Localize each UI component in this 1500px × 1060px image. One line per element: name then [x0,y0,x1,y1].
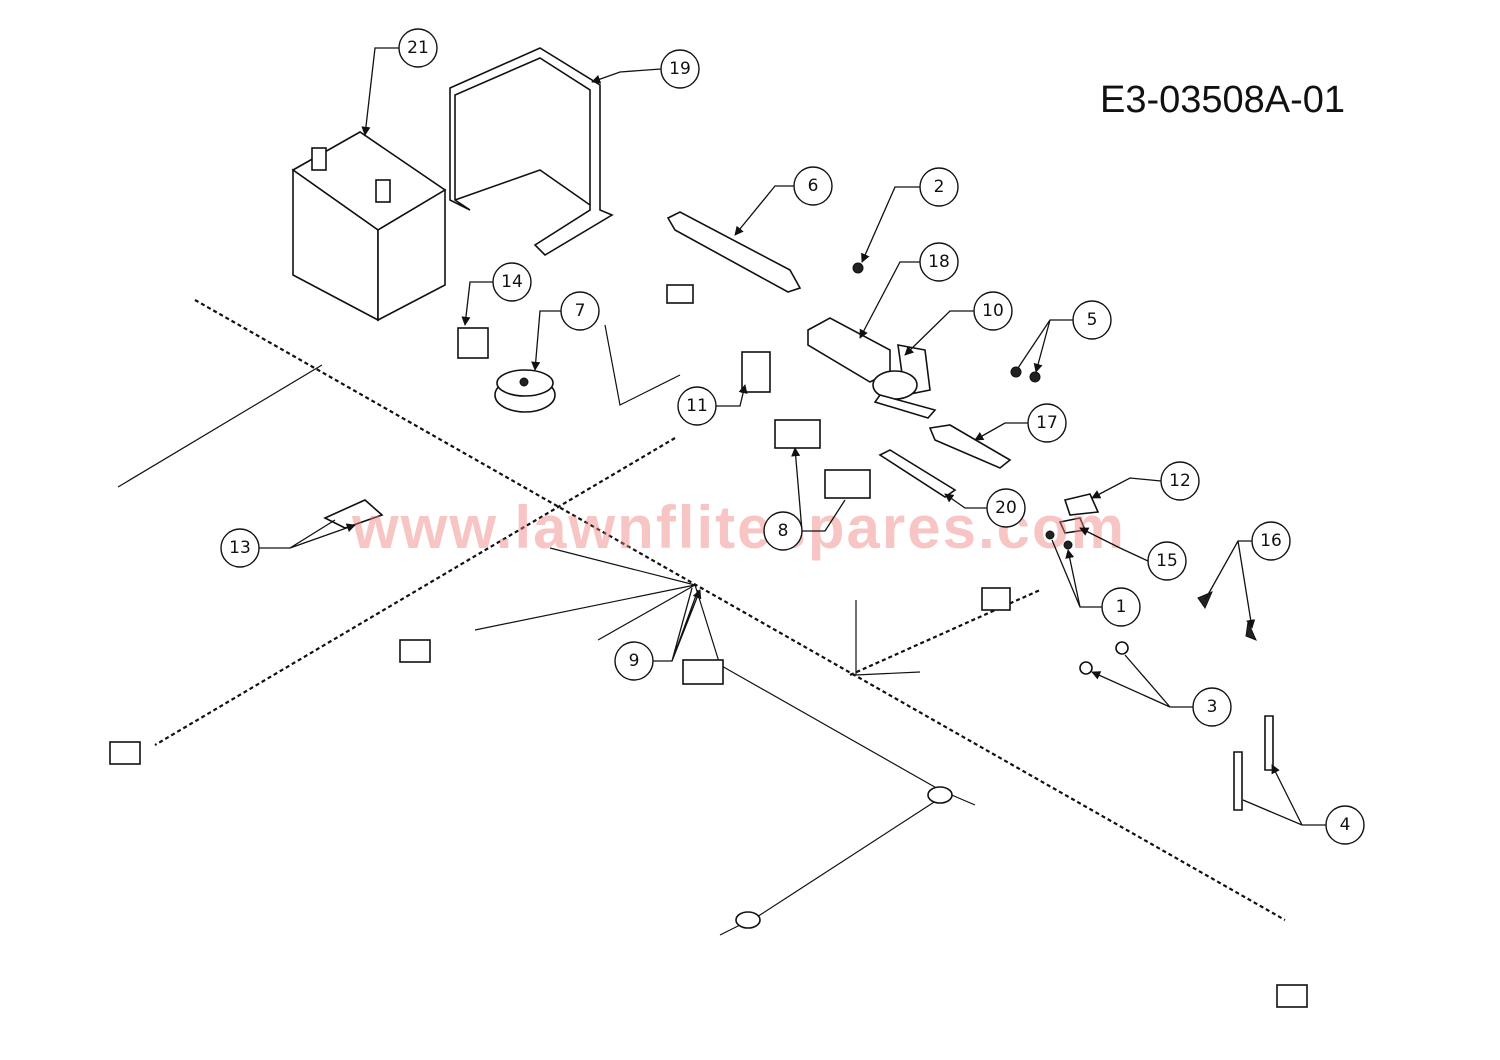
svg-text:9: 9 [629,651,640,671]
callout-17: 17 [1027,403,1067,443]
svg-text:17: 17 [1036,413,1058,433]
svg-text:19: 19 [669,59,691,79]
callout-4: 4 [1325,805,1365,845]
svg-text:2: 2 [934,177,945,197]
svg-text:5: 5 [1087,310,1098,330]
bolt [852,262,864,274]
svg-text:1: 1 [1116,597,1127,617]
callout-21: 21 [398,28,438,68]
callout-5: 5 [1072,300,1112,340]
svg-text:7: 7 [575,301,586,321]
connector [666,284,694,304]
leader-lines [259,47,1326,826]
battery-strap [666,211,802,293]
wire [604,324,681,406]
svg-text:14: 14 [501,272,523,292]
callout-14: 14 [492,262,532,302]
callout-13: 13 [220,528,260,568]
terminal [323,499,384,529]
svg-text:6: 6 [808,176,819,196]
switch [824,469,871,499]
clip [1063,493,1100,516]
interlock-switch [741,351,771,393]
callout-1: 1 [1101,587,1141,627]
callout-10: 10 [973,291,1013,331]
callout-9: 9 [614,641,654,681]
svg-text:20: 20 [995,498,1017,518]
svg-text:16: 16 [1260,531,1282,551]
callout-15: 15 [1147,541,1187,581]
svg-text:10: 10 [982,301,1004,321]
svg-text:8: 8 [778,521,789,541]
drawing-number: E3-03508A-01 [1100,79,1345,121]
callout-2: 2 [919,167,959,207]
svg-text:18: 18 [928,252,950,272]
battery [291,131,447,322]
svg-text:21: 21 [407,38,429,58]
svg-text:11: 11 [686,396,708,416]
callout-6: 6 [793,166,833,206]
svg-text:3: 3 [1207,697,1218,717]
solenoid-bracket [807,317,937,419]
callout-12: 12 [1160,461,1200,501]
svg-text:12: 12 [1169,471,1191,491]
callout-3: 3 [1192,687,1232,727]
switch [774,419,821,449]
svg-text:15: 15 [1156,551,1178,571]
nuts [1010,366,1041,383]
callout-19: 19 [660,49,700,89]
ignition-switch [494,369,556,413]
callout-18: 18 [919,242,959,282]
battery-shield [449,47,614,257]
wiring-harness [109,299,1308,1008]
svg-text:13: 13 [229,538,251,558]
callout-11: 11 [677,386,717,426]
callout-8: 8 [763,511,803,551]
callout-7: 7 [560,291,600,331]
svg-text:4: 4 [1340,815,1351,835]
plate [928,424,1012,469]
callout-16: 16 [1251,521,1291,561]
bracket [878,449,957,498]
relay [457,327,489,359]
callout-20: 20 [986,488,1026,528]
